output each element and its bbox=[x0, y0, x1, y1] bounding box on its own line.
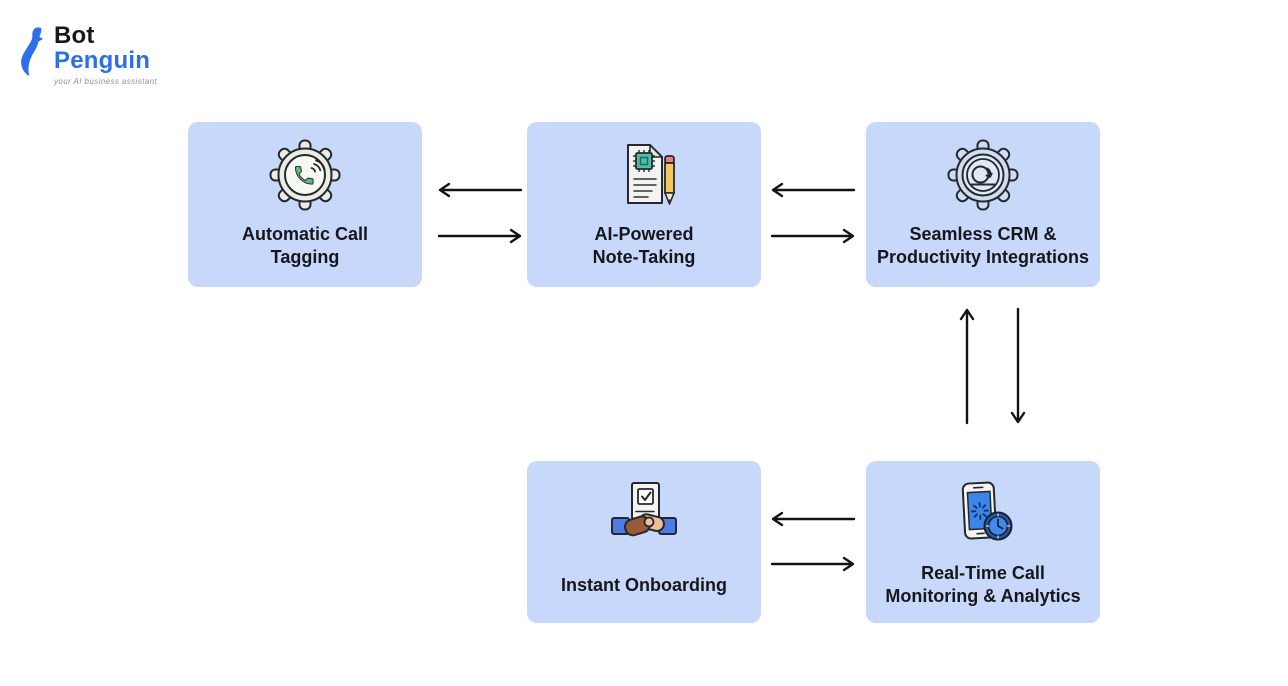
arrow-onboarding-to-monitoring bbox=[770, 556, 855, 572]
arrow-monitoring-to-crm bbox=[959, 308, 975, 425]
arrow-monitoring-to-onboarding bbox=[771, 511, 856, 527]
node-label-line1: Real-Time Call bbox=[921, 563, 1045, 583]
phone-clock-icon bbox=[944, 477, 1022, 555]
arrow-note-taking-to-call-tagging bbox=[438, 182, 523, 198]
node-label-line1: AI-Powered bbox=[594, 224, 694, 244]
gear-sync-icon bbox=[944, 138, 1022, 216]
penguin-icon bbox=[21, 27, 44, 76]
node-label-line1: Seamless CRM & bbox=[909, 224, 1057, 244]
node-label-line1: Automatic Call bbox=[241, 224, 369, 244]
node-instant-onboarding: Instant Onboarding bbox=[527, 461, 761, 623]
arrow-call-tagging-to-note-taking bbox=[437, 228, 522, 244]
logo-brand-top: Bot bbox=[54, 22, 95, 49]
node-label: Automatic Call Tagging bbox=[242, 222, 368, 270]
node-automatic-call-tagging: Automatic Call Tagging bbox=[188, 122, 422, 287]
node-label-line2: Productivity Integrations bbox=[876, 247, 1090, 267]
gear-phone-icon bbox=[266, 138, 344, 216]
node-label: Real-Time Call Monitoring & Analytics bbox=[885, 561, 1080, 609]
arrow-crm-to-note-taking bbox=[771, 182, 856, 198]
logo-text: Bot Penguin your AI business assistant bbox=[54, 23, 157, 86]
arrow-crm-to-monitoring bbox=[1010, 307, 1026, 424]
node-label-line2: Monitoring & Analytics bbox=[885, 586, 1081, 606]
arrow-note-taking-to-crm bbox=[770, 228, 855, 244]
node-label-line2: Tagging bbox=[270, 247, 340, 267]
node-real-time-call-monitoring: Real-Time Call Monitoring & Analytics bbox=[866, 461, 1100, 623]
node-seamless-crm-integrations: Seamless CRM & Productivity Integrations bbox=[866, 122, 1100, 287]
node-ai-powered-note-taking: AI-Powered Note-Taking bbox=[527, 122, 761, 287]
node-label-line1: Instant Onboarding bbox=[561, 574, 727, 595]
document-chip-pencil-icon bbox=[605, 138, 683, 216]
node-label-line2: Note-Taking bbox=[592, 247, 696, 267]
node-label: AI-Powered Note-Taking bbox=[593, 222, 696, 270]
node-label: Seamless CRM & Productivity Integrations bbox=[877, 222, 1089, 270]
botpenguin-logo: Bot Penguin your AI business assistant bbox=[17, 23, 157, 86]
logo-brand-bottom: Penguin bbox=[54, 47, 151, 74]
logo-tagline: your AI business assistant bbox=[54, 77, 158, 86]
node-label: Instant Onboarding bbox=[561, 561, 727, 609]
handshake-checklist-icon bbox=[605, 477, 683, 555]
